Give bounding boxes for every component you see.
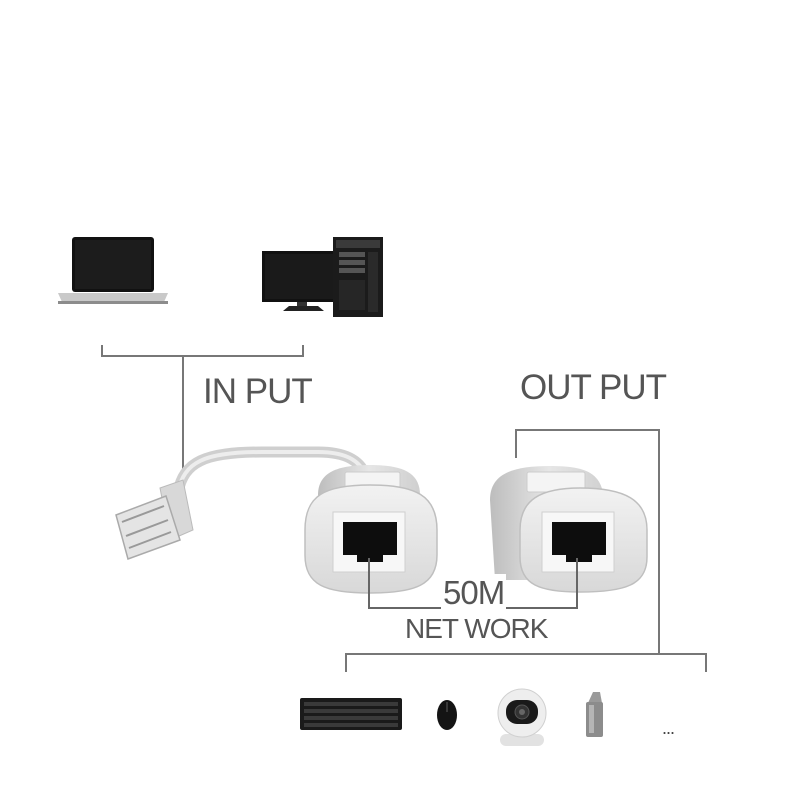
laptop-icon	[58, 237, 168, 304]
usb-receiver-unit	[490, 466, 648, 593]
usb-flash-drive-icon	[586, 692, 603, 737]
usb-plug	[115, 479, 194, 560]
output-label: OUT PUT	[520, 368, 667, 407]
rj45-port-input	[343, 522, 397, 562]
usb-transmitter-unit	[304, 465, 438, 594]
camera-icon	[497, 688, 547, 746]
input-label: IN PUT	[203, 372, 313, 411]
mouse-icon	[437, 700, 457, 730]
network-label: NET WORK	[405, 613, 548, 644]
keyboard-icon	[300, 698, 402, 730]
distance-label: 50M	[441, 574, 507, 612]
output-bracket	[345, 429, 707, 672]
input-bracket	[101, 345, 304, 470]
rj45-port-output	[552, 522, 606, 562]
more-devices-label: ...	[662, 718, 675, 738]
desktop-computer-icon	[262, 237, 383, 317]
